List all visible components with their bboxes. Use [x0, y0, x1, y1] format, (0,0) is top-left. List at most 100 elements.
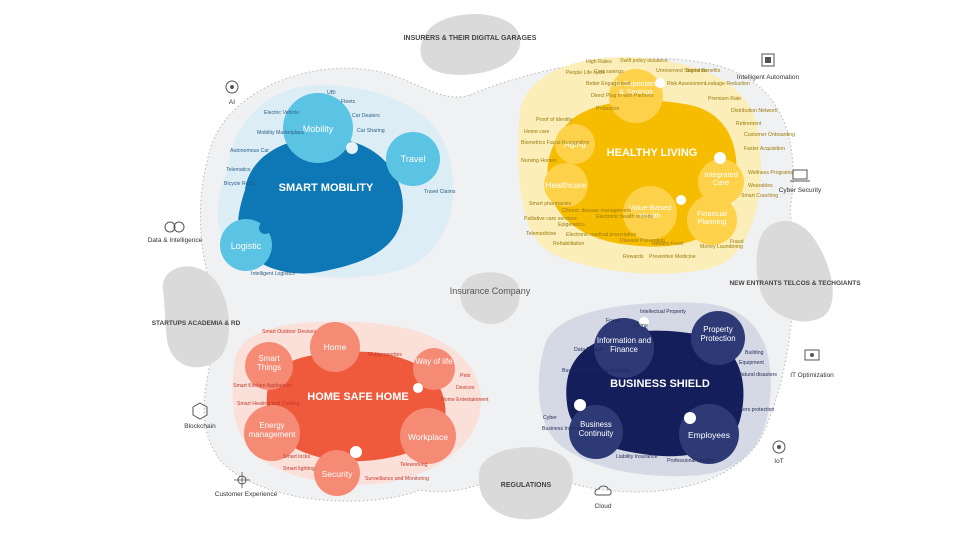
risk-assessment-label: Risk Assessment [667, 81, 707, 87]
faster-acquisition-label: Faster Acquisition [744, 146, 785, 152]
integrated-bubble-text: Integrated Care [704, 171, 738, 187]
security-bubble [314, 450, 360, 496]
continuity-label: Business Continuity [578, 421, 614, 438]
home-dot-1 [413, 383, 423, 393]
information-label: Information and Finance [596, 337, 652, 354]
information-text: Information and Finance [596, 337, 652, 354]
logistic-bubble-label: Logistic [231, 241, 262, 251]
external-insurers: INSURERS & THEIR DIGITAL GARAGES [404, 13, 537, 75]
aging-bubble-label: Aging [564, 139, 586, 149]
continuity-text: Business Continuity [578, 421, 614, 438]
continuity-bubble [569, 405, 623, 459]
healthcare-bubble [544, 163, 588, 207]
mobility-marketplace-label: Mobility Marketplace [257, 130, 304, 136]
home-title: HOME SAFE HOME [307, 391, 408, 403]
intelligent-logistics-label: Intelligent Logistics [251, 271, 295, 277]
fraud-label: Fraud [730, 239, 744, 245]
epigenetics-label: Epigenetics [558, 222, 585, 228]
travel-bubble-label: Travel [401, 154, 426, 164]
external-startups: STARTUPS ACADEMIA & RD [152, 266, 241, 368]
financial-bubble-text: Financial Planning [696, 210, 727, 227]
multiproperties-label: Multiproperties [368, 352, 402, 358]
new-entrants-label: NEW ENTRANTS TELCOS & TECHGIANTS [729, 280, 861, 287]
smart-outdoor-label: Smart Outdoor Devices [262, 329, 316, 335]
building-label: Building [745, 350, 764, 356]
value-dot [676, 195, 686, 205]
intelligent-automation-label: Intelligent Automation [737, 74, 800, 81]
retirement-label: Retirement [736, 121, 762, 127]
startups-label: STARTUPS ACADEMIA & RD [152, 320, 241, 327]
intellectual-label: Intellectual Property [640, 309, 686, 315]
customer-experience-label: Customer Experience [215, 491, 278, 498]
fleets-label: Fleets [341, 99, 356, 105]
palliative-label: Palliative care services [524, 216, 577, 222]
insurance-company-label: Insurance Company [450, 286, 531, 296]
property-text: Property Protection [700, 326, 736, 343]
disease-prevention-label: Disease Prevention [620, 238, 665, 244]
wellness-programs-label: Wellness Programs [748, 170, 793, 176]
financial-bubble [687, 195, 737, 245]
direct-plug-label: Direct Plug in with Partners [591, 93, 654, 99]
telematics-label: Telematics [226, 167, 251, 173]
smart-coaching-label: Smart Coaching [741, 193, 778, 199]
cyber-label: Cyber [543, 415, 557, 421]
home-bubble-label: Home [324, 342, 347, 352]
interruption-label: Business Interruption [542, 426, 591, 432]
employees-bubble-label: Employees [688, 430, 730, 440]
property-bubble [691, 311, 745, 365]
living-title: HEALTHY LIVING [607, 147, 698, 159]
protection-label: Protection [596, 106, 619, 112]
bicycle-rental-label: Bicycle Rental [224, 181, 257, 187]
data-intelligence-label: Data & Intelligence [148, 237, 203, 244]
security-bubble-label: Security [322, 469, 353, 479]
data-intelligence-icon: Data & Intelligence [148, 221, 203, 244]
monitor-icon: IT Optimization [790, 349, 834, 379]
preventive-medicine-label: Preventive Medicine [649, 254, 696, 260]
iot-icon: IoT [772, 440, 786, 465]
home-care-label: Home care [524, 129, 549, 135]
smart-pharmacies-label: Smart pharmacies [529, 201, 571, 207]
value-based-bubble-text: Value-Based Health [628, 204, 672, 221]
life-bubble [609, 69, 663, 123]
mobility-dot [346, 142, 358, 154]
proof-identity-label: Proof of Identity [536, 117, 573, 123]
integrated-bubble [698, 159, 744, 205]
leakage-reduction-label: Leakage Reduction [705, 81, 750, 87]
value-based-bubble [623, 186, 677, 240]
mobility-bubble [283, 93, 353, 163]
financial-bubble-label: Financial Planning [696, 210, 727, 227]
chronic-disease-label: Chronic disease management [562, 208, 631, 214]
iot-label: IoT [774, 458, 783, 465]
electronic-medical-label: Electronic medical prescription [566, 232, 636, 238]
blockchain-label: Blockchain [184, 423, 216, 430]
logistic-bubble [220, 219, 272, 271]
natural-label: Natural disasters [738, 372, 777, 378]
premium-rate-label: Premium Rate [708, 96, 741, 102]
customer-onboarding-label: Customer Onboarding [744, 132, 795, 138]
insurers-label-1: INSURERS & THEIR DIGITAL GARAGES [404, 35, 537, 42]
business-risk-label: Business Risk Robo-Advising [562, 368, 630, 374]
laptop-icon: Cyber Security [779, 169, 822, 194]
home-entertainment-label: Home Entertainment [441, 397, 489, 403]
customer-experience-icon: Customer Experience [215, 472, 278, 498]
way-of-life-text: Way of life [415, 358, 452, 366]
workplace-bubble [400, 408, 456, 464]
life-dot [655, 78, 665, 88]
energy-bubble [244, 405, 300, 461]
people-life-cycle-label: People Life cycle [566, 70, 605, 76]
regulations-label: REGULATIONS [501, 482, 552, 489]
property-label: Property Protection [700, 326, 736, 343]
crime-label: Crime [634, 323, 648, 329]
distribution-network-label: Distribution Network [731, 108, 778, 114]
healthy-food-label: Healthy Food [652, 241, 683, 247]
money-laundering-label: Money Laundering [700, 244, 743, 250]
car-sharing-label: Car Sharing [357, 128, 385, 134]
rewards-label: Rewards [623, 254, 644, 260]
ubi-label: UBI [327, 90, 336, 96]
equipment-label: Equipment [739, 360, 764, 366]
business-dot-2 [684, 412, 696, 424]
mobility-title: SMART MOBILITY [279, 182, 374, 194]
business-title: BUSINESS SHIELD [610, 378, 710, 390]
smart-things-text: Smart Things [257, 355, 281, 372]
value-based-bubble-label: Value-Based Health [628, 204, 672, 221]
